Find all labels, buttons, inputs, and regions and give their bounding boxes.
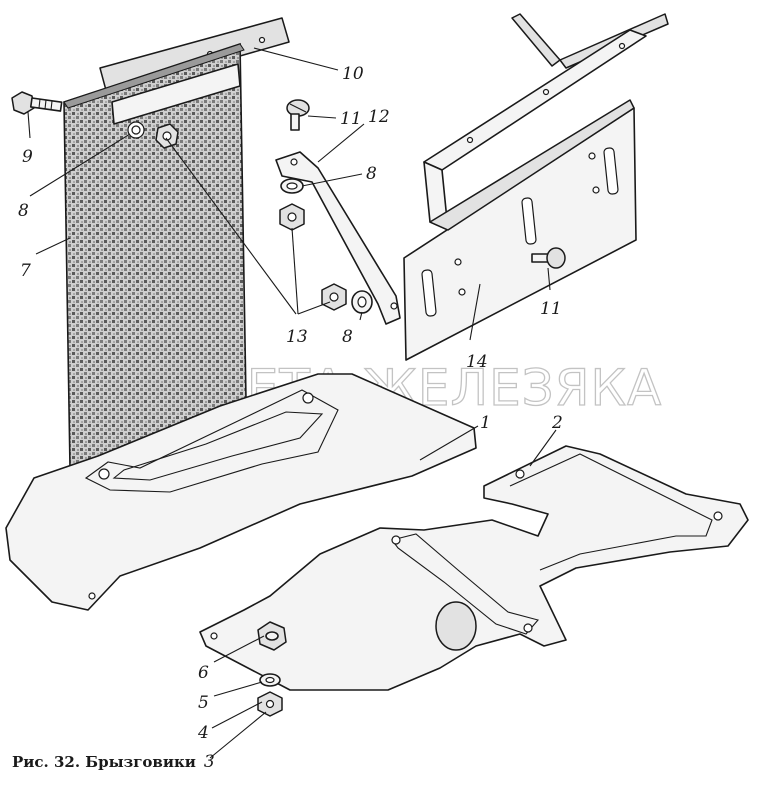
part-11-screw-upper: [286, 99, 310, 131]
callout-3: 3: [203, 752, 215, 772]
leader-lines: [27, 47, 557, 759]
part-4-nut: [257, 691, 283, 717]
callout-8-washer: 8: [366, 164, 377, 184]
figure-caption: Рис. 32. Брызговики 3: [12, 752, 215, 772]
callout-11-lower: 11: [540, 299, 562, 319]
callout-7: 7: [20, 261, 31, 281]
callout-2: 2: [551, 413, 563, 433]
part-6-bolt: [257, 621, 287, 651]
callout-6: 6: [198, 663, 209, 683]
part-1-left-mud-shield: [5, 373, 477, 611]
callout-12: 12: [368, 107, 390, 127]
part-13-nut-lower: [321, 283, 347, 311]
part-14-mudguard-plate: [403, 13, 669, 361]
part-11-screw-lower: [531, 247, 566, 269]
callout-8-lower: 8: [342, 327, 353, 347]
callout-5: 5: [198, 693, 209, 713]
callout-14: 14: [466, 352, 488, 372]
part-7-rubber-mudflap: [63, 42, 247, 470]
callout-11-upper: 11: [340, 109, 362, 129]
callout-1: 1: [480, 413, 491, 433]
callout-8-flap: 8: [18, 201, 29, 221]
callout-9: 9: [22, 147, 33, 167]
callout-10: 10: [342, 64, 364, 84]
part-5-spring-washer: [259, 673, 281, 687]
caption-text: Рис. 32. Брызговики: [12, 753, 196, 771]
callout-13: 13: [286, 327, 308, 347]
callout-4: 4: [197, 723, 209, 743]
part-9-bolt: [11, 91, 63, 115]
part-2-right-mud-shield: [199, 445, 749, 691]
part-13-nut-upper: [279, 203, 305, 231]
